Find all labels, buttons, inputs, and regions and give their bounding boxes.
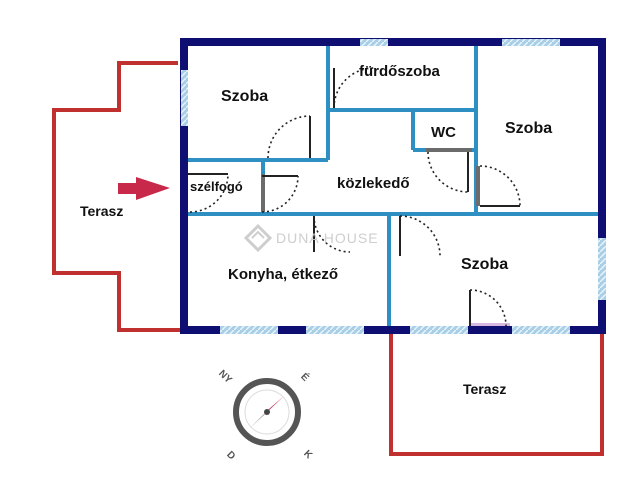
room-label-konyha: Konyha, étkező (228, 266, 338, 283)
room-label-szoba-2: Szoba (505, 120, 552, 137)
room-label-wc: WC (431, 124, 456, 141)
compass-label-k: K (301, 448, 314, 461)
terrace-left-outline (52, 61, 180, 332)
room-label-szelfogo: szélfogó (190, 179, 243, 194)
watermark-text: DUNA HOUSE (276, 230, 379, 246)
compass-label-e: É (298, 370, 312, 384)
entry-arrow-icon (118, 177, 170, 200)
door-swings (188, 67, 521, 327)
compass-icon: NY É D K (216, 368, 315, 462)
inner-walls (186, 44, 598, 326)
room-label-szoba-3: Szoba (461, 256, 508, 273)
room-label-szoba-1: Szoba (221, 88, 268, 105)
windows (181, 39, 606, 334)
watermark: DUNA HOUSE (243, 223, 379, 253)
door-frames (261, 148, 480, 212)
compass-label-d: D (224, 449, 237, 462)
outer-walls (180, 38, 606, 334)
watermark-logo-icon (243, 223, 273, 253)
room-label-kozlekedo: közlekedő (337, 175, 410, 192)
room-label-terasz-left: Terasz (80, 203, 123, 219)
room-label-furdoszoba: fürdőszoba (359, 63, 440, 80)
room-label-terasz-bottom: Terasz (463, 381, 506, 397)
terrace-bottom-outline (389, 330, 604, 456)
compass-label-ny: NY (216, 368, 234, 386)
